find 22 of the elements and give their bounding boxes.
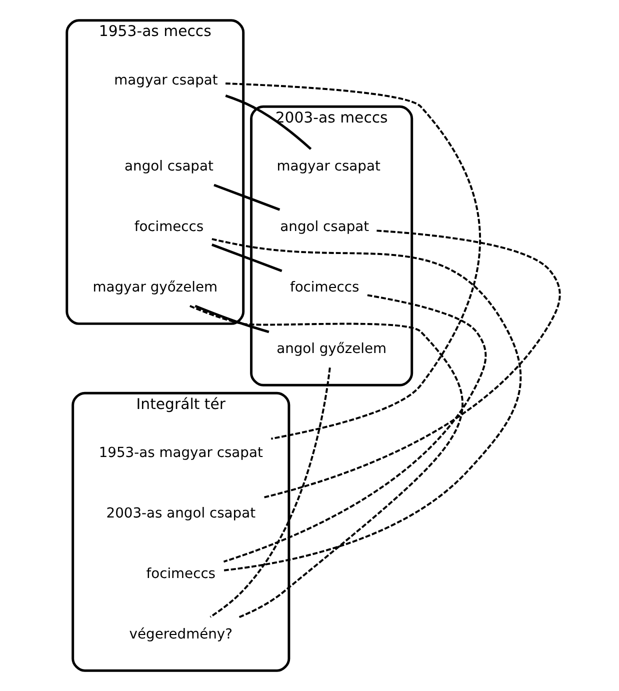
- node-text: magyar győzelem: [92, 280, 218, 296]
- connector: [212, 244, 282, 272]
- node-text: focimeccs: [290, 280, 360, 296]
- node-text: angol csapat: [124, 158, 214, 175]
- node-text: angol győzelem: [276, 341, 387, 358]
- connector: [214, 184, 280, 211]
- connector: [212, 238, 522, 572]
- connector: [225, 94, 312, 150]
- connector: [190, 305, 464, 618]
- node-text: 1953-as magyar csapat: [98, 445, 263, 462]
- connector: [194, 304, 270, 334]
- connector: [263, 230, 561, 498]
- node-text: végeredmény?: [129, 626, 232, 643]
- connector: [210, 367, 331, 618]
- node-text: 2003-as angol csapat: [106, 506, 256, 522]
- connector: [226, 82, 481, 440]
- connector: [223, 294, 487, 563]
- node-text: magyar csapat: [276, 158, 380, 175]
- node-text: magyar csapat: [114, 72, 218, 88]
- node-text: angol csapat: [280, 219, 370, 236]
- node-text: focimeccs: [134, 219, 204, 236]
- node-text: focimeccs: [146, 566, 216, 582]
